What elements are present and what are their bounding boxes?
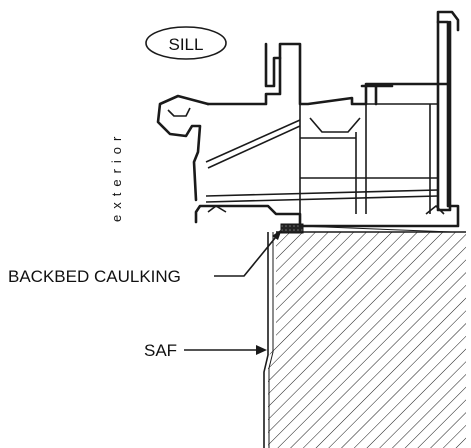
sill-nosing-inner (167, 107, 191, 117)
sill-nosing (156, 94, 210, 202)
exterior-label: exterior (109, 131, 124, 222)
backbed-leader-line (214, 231, 281, 277)
sill-extrusion (156, 10, 460, 228)
sill-label: SILL (169, 35, 204, 54)
sill-t-stop (360, 84, 394, 106)
sill-foot-left (207, 205, 227, 213)
backbed-callout: BACKBED CAULKING (8, 229, 282, 286)
saf-flashing (263, 232, 269, 448)
sill-diagonal-1 (205, 119, 301, 163)
sill-outline (194, 10, 460, 228)
sill-upper-channel (264, 42, 282, 88)
sill-foot-right (425, 205, 445, 215)
backbed-caulking-bead (280, 223, 304, 234)
sill-ellipse (145, 26, 227, 60)
sill-right-leg (436, 20, 452, 212)
saf-arrowhead (256, 345, 267, 355)
backbed-arrowhead (272, 229, 282, 240)
wall-hatch-area (268, 232, 466, 448)
sill-bead-pocket (309, 117, 361, 133)
sill-title-badge: SILL (145, 26, 227, 60)
sill-diagonal-2 (207, 125, 301, 169)
saf-label: SAF (144, 341, 177, 360)
saf-callout: SAF (144, 341, 267, 360)
sill-chord-base2 (205, 195, 439, 203)
wall-substrate (268, 225, 466, 448)
sill-chord-base (205, 189, 439, 197)
saf-flashing-inner (268, 232, 274, 448)
backbed-caulking-label: BACKBED CAULKING (8, 267, 181, 286)
